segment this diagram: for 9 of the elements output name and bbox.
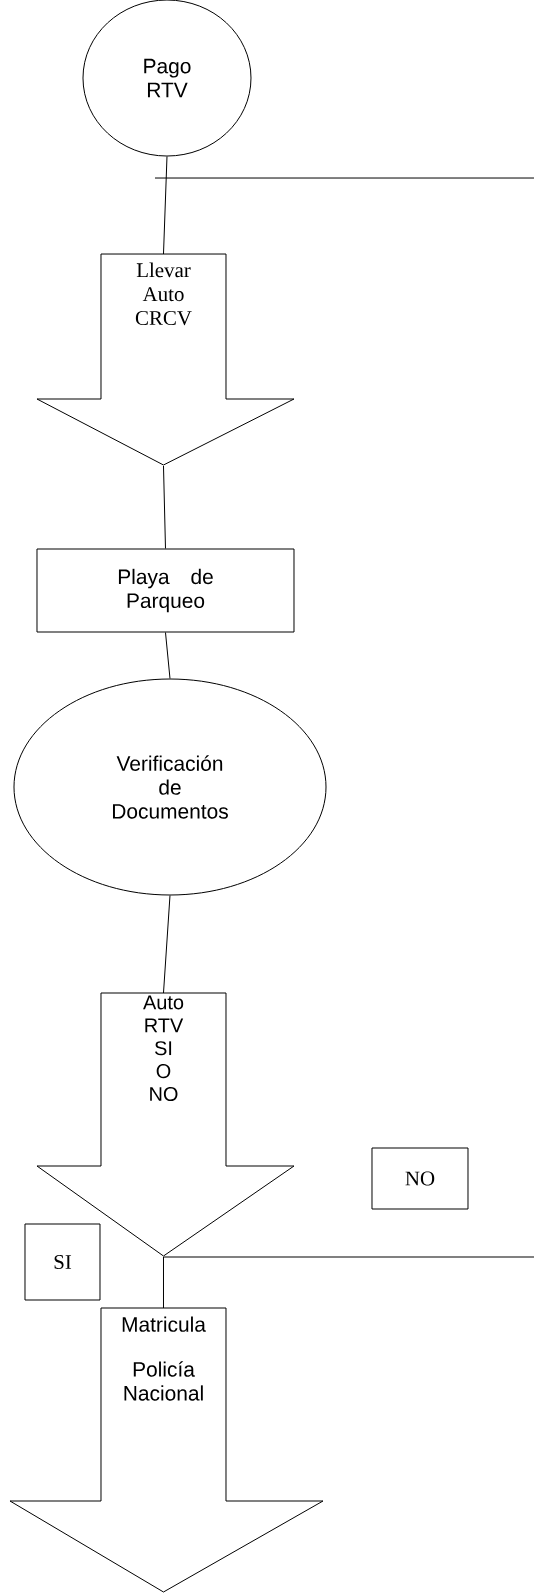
process-box: Playa de Parqueo	[36, 548, 295, 633]
connector-line	[163, 465, 166, 549]
connector-line	[163, 156, 168, 255]
connector-line	[163, 1256, 534, 1258]
answer-box: NO	[371, 1147, 469, 1210]
connector-line	[163, 895, 171, 994]
answer-box: SI	[24, 1223, 101, 1301]
connector-line	[163, 1256, 164, 1309]
connector-line	[165, 632, 171, 679]
